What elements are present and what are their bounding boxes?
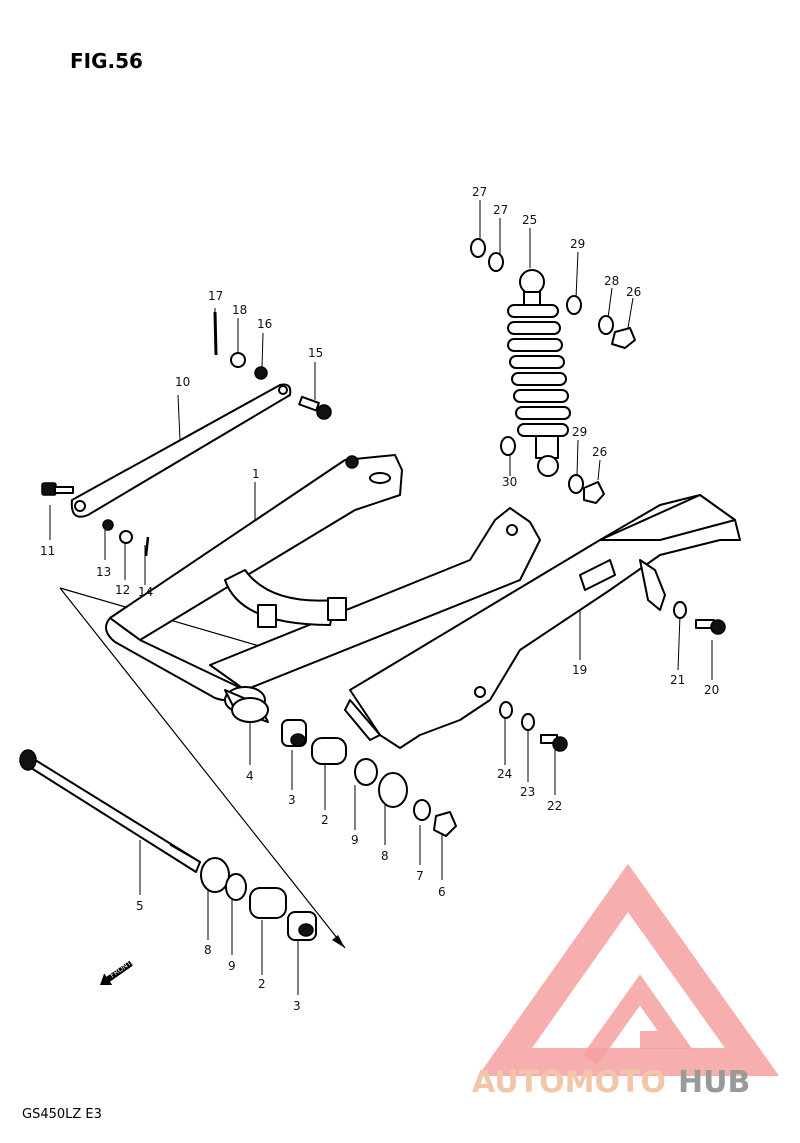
callout-26a: 26 bbox=[626, 285, 641, 299]
callout-23: 23 bbox=[520, 785, 535, 799]
callout-25: 25 bbox=[522, 213, 537, 227]
callout-17: 17 bbox=[208, 289, 223, 303]
spacer-part-2b bbox=[249, 887, 287, 919]
automotohub-logo: AUTOMOTO HUB bbox=[472, 863, 780, 1100]
torque-link-part-10 bbox=[70, 383, 292, 518]
callout-20: 20 bbox=[704, 683, 719, 697]
washer-part-29b bbox=[568, 474, 584, 494]
washer-part-27a bbox=[470, 238, 486, 258]
front-arrow-icon: FRONT bbox=[100, 959, 134, 985]
callout-30: 30 bbox=[502, 475, 517, 489]
callout-4: 4 bbox=[246, 769, 254, 783]
model-code: GS450LZ E3 bbox=[22, 1107, 102, 1122]
callout-2a: 2 bbox=[321, 813, 329, 827]
callout-2b: 2 bbox=[258, 977, 266, 991]
callout-19: 19 bbox=[572, 663, 587, 677]
washer-part-27b bbox=[488, 252, 504, 272]
bolt-part-22 bbox=[540, 734, 568, 752]
callout-21: 21 bbox=[670, 673, 685, 687]
nut-part-18 bbox=[230, 352, 246, 368]
callout-1: 1 bbox=[252, 467, 260, 481]
bearing-part-3a bbox=[281, 719, 307, 747]
front-arrow-label: FRONT bbox=[109, 959, 134, 980]
washer-part-9a bbox=[354, 758, 378, 786]
pivot-sleeve-part-4 bbox=[231, 697, 269, 723]
seal-part-8a bbox=[378, 772, 408, 808]
callout-5: 5 bbox=[136, 899, 144, 913]
callout-8a: 8 bbox=[381, 849, 389, 863]
callout-3a: 3 bbox=[288, 793, 296, 807]
watermark-text-primary: AUTOMOTO bbox=[472, 1065, 666, 1100]
callout-22: 22 bbox=[547, 799, 562, 813]
bearing-part-3b bbox=[287, 911, 317, 941]
bolt-part-20 bbox=[695, 619, 726, 635]
callout-27b: 27 bbox=[493, 203, 508, 217]
bolt-part-11 bbox=[41, 482, 74, 496]
callout-3b: 3 bbox=[293, 999, 301, 1013]
callout-9b: 9 bbox=[228, 959, 236, 973]
callout-11: 11 bbox=[40, 544, 55, 558]
callout-29a: 29 bbox=[570, 237, 585, 251]
callout-7: 7 bbox=[416, 869, 424, 883]
seal-part-8b bbox=[200, 857, 230, 893]
cotter-pin-part-17 bbox=[213, 311, 218, 356]
washer-part-23 bbox=[521, 713, 535, 731]
callout-18: 18 bbox=[232, 303, 247, 317]
callout-9a: 9 bbox=[351, 833, 359, 847]
washer-part-13 bbox=[102, 519, 114, 531]
watermark-text-secondary: HUB bbox=[678, 1065, 750, 1100]
callout-26b: 26 bbox=[592, 445, 607, 459]
callout-15: 15 bbox=[308, 346, 323, 360]
pivot-shaft-part-5 bbox=[19, 749, 201, 873]
washer-part-24 bbox=[499, 701, 513, 719]
spacer-part-2a bbox=[311, 737, 347, 765]
callout-16: 16 bbox=[257, 317, 272, 331]
callout-29b: 29 bbox=[572, 425, 587, 439]
washer-part-7 bbox=[413, 799, 431, 821]
washer-part-29a bbox=[566, 295, 582, 315]
washer-part-28 bbox=[598, 315, 614, 335]
leader-lines bbox=[49, 200, 713, 995]
callout-10: 10 bbox=[175, 375, 190, 389]
shock-absorber-part-25 bbox=[507, 269, 571, 477]
swing-arm-part-1 bbox=[105, 454, 541, 723]
callout-27a: 27 bbox=[472, 185, 487, 199]
nut-part-6 bbox=[433, 811, 457, 837]
callout-24: 24 bbox=[497, 767, 512, 781]
bolt-part-15 bbox=[298, 395, 332, 420]
callout-12: 12 bbox=[115, 583, 130, 597]
washer-part-16 bbox=[254, 366, 268, 380]
callout-8b: 8 bbox=[204, 943, 212, 957]
cotter-pin-part-14 bbox=[144, 536, 150, 557]
washer-part-30 bbox=[500, 436, 516, 456]
washer-part-21 bbox=[673, 601, 687, 619]
callout-13: 13 bbox=[96, 565, 111, 579]
figure-title: FIG.56 bbox=[70, 49, 143, 73]
nut-part-12 bbox=[119, 530, 133, 544]
callout-labels: 1 10 11 13 12 14 17 18 16 15 27 27 25 29… bbox=[40, 185, 719, 1013]
washer-part-9b bbox=[225, 873, 247, 901]
callout-28: 28 bbox=[604, 274, 619, 288]
cap-nut-part-26b bbox=[583, 481, 605, 504]
chain-case-part-19 bbox=[344, 494, 741, 749]
callout-14: 14 bbox=[138, 585, 153, 599]
callout-6: 6 bbox=[438, 885, 446, 899]
cap-nut-part-26a bbox=[611, 327, 636, 349]
